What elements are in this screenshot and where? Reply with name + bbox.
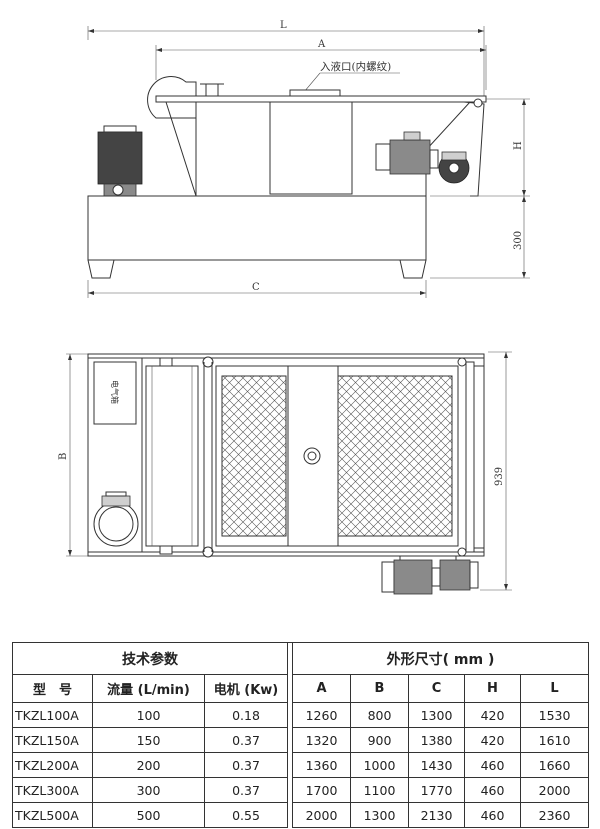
- cell-flow: 200: [92, 752, 205, 778]
- top-view: B 939 电气箱: [58, 351, 512, 595]
- dimension-h-label: H: [513, 141, 524, 150]
- front-view: L A 入液口(内螺纹): [87, 20, 530, 298]
- cell-flow: 300: [92, 777, 205, 803]
- cell-c: 1430: [408, 752, 465, 778]
- header-a: A: [292, 674, 351, 703]
- cell-l: 2360: [519, 802, 590, 828]
- cell-b: 800: [350, 702, 409, 728]
- dimension-l: L: [87, 20, 485, 100]
- dimension-l-label: L: [280, 20, 287, 31]
- cell-a: 1320: [292, 727, 351, 753]
- table-row: TKZL200A 200 0.37 1360 1000 1430 460 166…: [12, 752, 590, 778]
- cell-c: 1300: [408, 702, 465, 728]
- header-model: 型 号: [12, 674, 93, 703]
- group-tech-params: 技术参数: [12, 642, 288, 675]
- spec-table: 技术参数 外形尺寸( mm ) 型 号 流量 (L/min) 电机 (Kw) A…: [12, 642, 590, 828]
- cell-b: 900: [350, 727, 409, 753]
- cell-c: 2130: [408, 802, 465, 828]
- dimension-b: B: [58, 353, 88, 557]
- cell-h: 460: [464, 802, 521, 828]
- cell-motor: 0.37: [204, 727, 288, 753]
- dimension-300-label: 300: [513, 231, 524, 250]
- header-h: H: [464, 674, 521, 703]
- filter-machine-drawing: L A 入液口(内螺纹): [58, 20, 530, 595]
- cell-h: 460: [464, 777, 521, 803]
- cell-l: 2000: [519, 777, 590, 803]
- cell-l: 1530: [519, 702, 590, 728]
- dimension-a-label: A: [317, 39, 326, 50]
- cell-h: 420: [464, 702, 521, 728]
- table-row: TKZL150A 150 0.37 1320 900 1380 420 1610: [12, 727, 590, 753]
- cell-l: 1660: [519, 752, 590, 778]
- filter-mesh-right: [337, 375, 453, 537]
- header-c: C: [408, 674, 465, 703]
- header-b: B: [350, 674, 409, 703]
- header-flow: 流量 (L/min): [92, 674, 205, 703]
- inlet-label: 入液口(内螺纹): [320, 60, 391, 73]
- cell-flow: 500: [92, 802, 205, 828]
- dimension-b-label: B: [58, 453, 69, 460]
- cell-l: 1610: [519, 727, 590, 753]
- cell-b: 1300: [350, 802, 409, 828]
- cell-c: 1770: [408, 777, 465, 803]
- drum-top: [145, 365, 199, 547]
- inlet-callout: 入液口(内螺纹): [303, 60, 400, 93]
- base-frame: [87, 195, 427, 261]
- group-header-row: 技术参数 外形尺寸( mm ): [12, 642, 590, 675]
- table-row: TKZL100A 100 0.18 1260 800 1300 420 1530: [12, 702, 590, 728]
- cell-b: 1000: [350, 752, 409, 778]
- filter-mesh-left: [221, 375, 287, 537]
- pump-motor-top: [93, 491, 139, 547]
- drive-motor-front: [375, 131, 470, 184]
- cell-c: 1380: [408, 727, 465, 753]
- dimension-939-label: 939: [494, 467, 505, 486]
- cell-b: 1100: [350, 777, 409, 803]
- cell-model: TKZL100A: [12, 702, 93, 728]
- cell-flow: 100: [92, 702, 205, 728]
- cell-model: TKZL300A: [12, 777, 93, 803]
- cell-motor: 0.55: [204, 802, 288, 828]
- electric-panel: [93, 361, 137, 425]
- cell-a: 1260: [292, 702, 351, 728]
- header-l: L: [519, 674, 590, 703]
- top-plate: [155, 95, 487, 103]
- cell-motor: 0.18: [204, 702, 288, 728]
- cell-model: TKZL150A: [12, 727, 93, 753]
- dimension-939: 939: [480, 351, 512, 591]
- header-motor: 电机 (Kw): [204, 674, 288, 703]
- cell-a: 1360: [292, 752, 351, 778]
- electric-panel-label: 电气箱: [110, 380, 120, 404]
- cell-motor: 0.37: [204, 777, 288, 803]
- inlet-port-top: [303, 447, 321, 465]
- center-chamber: [269, 101, 353, 195]
- dimension-c-label: C: [252, 282, 260, 293]
- cell-a: 2000: [292, 802, 351, 828]
- column-header-row: 型 号 流量 (L/min) 电机 (Kw) A B C H L: [12, 674, 590, 703]
- cell-motor: 0.37: [204, 752, 288, 778]
- drum-roller: [147, 76, 197, 119]
- dimension-c: C: [87, 280, 427, 298]
- cell-model: TKZL500A: [12, 802, 93, 828]
- drive-motor-top: [381, 556, 479, 595]
- cell-a: 1700: [292, 777, 351, 803]
- cell-h: 420: [464, 727, 521, 753]
- cell-flow: 150: [92, 727, 205, 753]
- pump-motor: [97, 125, 143, 197]
- dimension-h: H: [430, 99, 530, 197]
- cell-model: TKZL200A: [12, 752, 93, 778]
- cell-h: 460: [464, 752, 521, 778]
- group-dimensions: 外形尺寸( mm ): [291, 642, 590, 675]
- dimension-a: A: [155, 39, 487, 90]
- table-row: TKZL300A 300 0.37 1700 1100 1770 460 200…: [12, 777, 590, 803]
- table-row: TKZL500A 500 0.55 2000 1300 2130 460 236…: [12, 802, 590, 828]
- dimension-300: 300: [430, 196, 530, 279]
